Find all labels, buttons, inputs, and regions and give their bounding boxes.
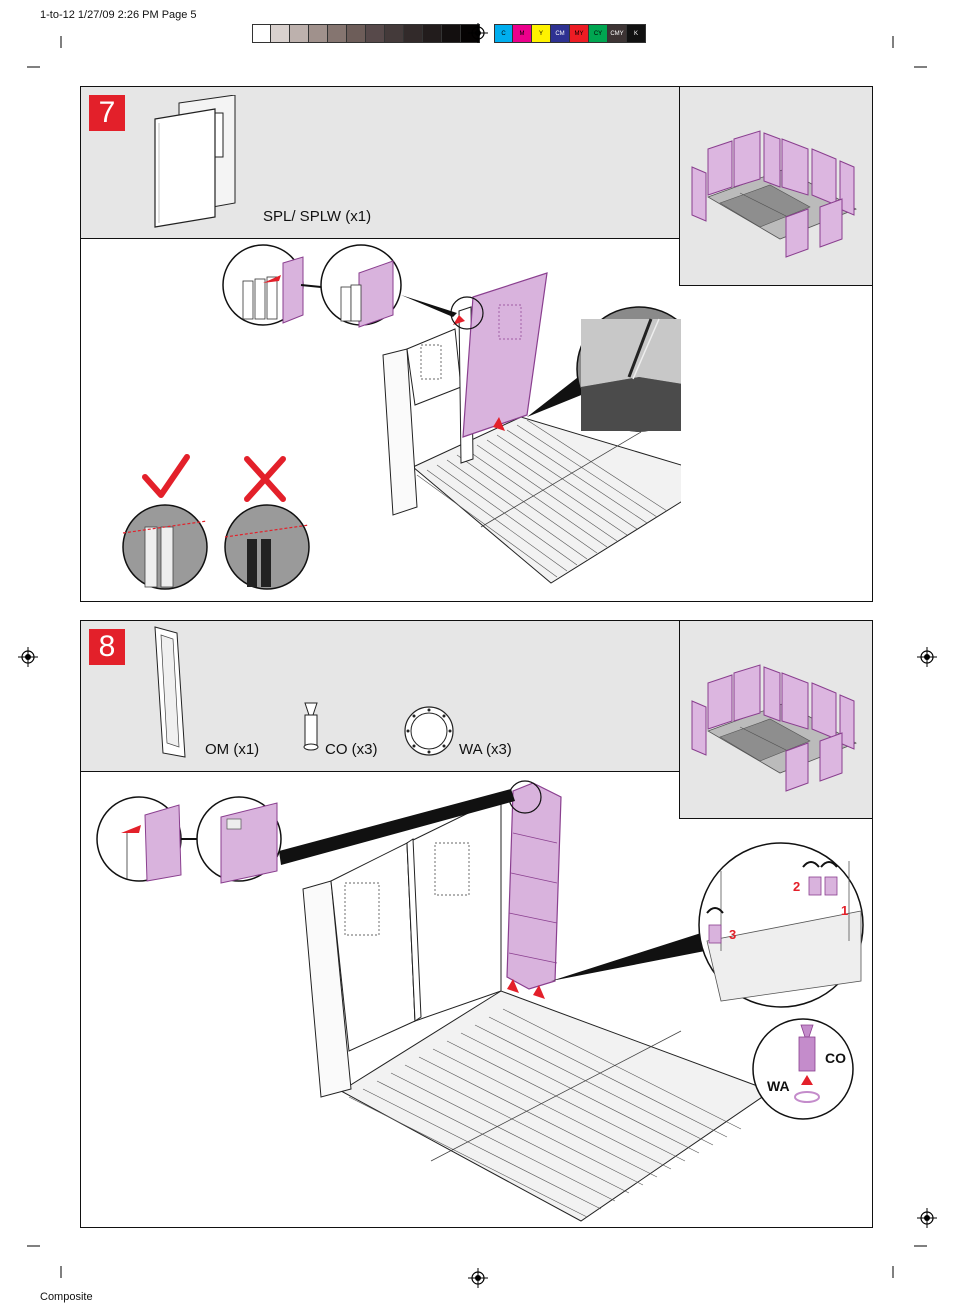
insert-arrow-icon	[453, 315, 465, 325]
gray-swatch	[404, 24, 423, 43]
overview-diagram	[679, 87, 872, 286]
gray-swatch	[347, 24, 366, 43]
om-corner-panel	[506, 780, 562, 990]
step-7-assembly-scene	[122, 244, 681, 590]
part-label-wa: WA (x3)	[459, 741, 512, 758]
cross-icon	[244, 456, 286, 502]
sequence-number-1: 1	[841, 903, 848, 918]
check-icon	[142, 454, 190, 498]
step-8-panel: 8 OM (x1) CO (x3) WA (x3)	[80, 620, 873, 1228]
rotate-arrow-icon	[820, 861, 838, 868]
shed-left-wall	[302, 842, 416, 1098]
shed-overview-illustration	[691, 664, 857, 792]
co-wa-callout: CO WA	[752, 1018, 854, 1120]
gray-swatch	[328, 24, 347, 43]
up-arrow-icon	[801, 1075, 813, 1085]
step-7-panel: 7 SPL/ SPLW (x1)	[80, 86, 873, 602]
overview-diagram	[679, 621, 872, 819]
process-color-swatch: CM	[551, 24, 570, 43]
process-color-swatch: MY	[570, 24, 589, 43]
gray-swatch	[271, 24, 290, 43]
sequence-number-3: 3	[729, 927, 736, 942]
registration-mark-icon	[468, 1268, 488, 1288]
registration-mark-icon	[468, 23, 488, 43]
correct-example	[122, 454, 208, 590]
co-connector-icon	[303, 702, 319, 751]
registration-mark-icon	[917, 647, 937, 667]
detail-callout-seam	[527, 306, 681, 432]
registration-mark-icon	[917, 1208, 937, 1228]
down-arrow-icon	[493, 417, 505, 431]
part-label-spl-splw: SPL/ SPLW (x1)	[263, 208, 372, 225]
gray-swatch	[290, 24, 309, 43]
rotate-arrow-icon	[802, 861, 820, 868]
process-color-swatch: Y	[532, 24, 551, 43]
parts-band: 8 OM (x1) CO (x3) WA (x3)	[81, 621, 681, 772]
footer-label: Composite	[40, 1291, 93, 1303]
gray-swatch	[423, 24, 442, 43]
incorrect-example	[224, 456, 310, 590]
gray-swatch	[385, 24, 404, 43]
red-arrow-icon	[263, 275, 281, 283]
step-8-assembly-scene: 2 1 3 CO WA	[96, 780, 864, 1222]
shed-back-wall	[406, 796, 502, 1022]
down-arrow-icon	[533, 985, 545, 999]
process-color-swatch: M	[513, 24, 532, 43]
co-connector-icon	[708, 876, 838, 944]
detail-callout-fasteners: 2 1 3	[551, 842, 864, 1008]
panel-part-icon	[154, 95, 236, 228]
co-label: CO	[825, 1050, 846, 1066]
print-slug: 1-to-12 1/27/09 2:26 PM Page 5	[40, 9, 197, 21]
process-color-swatch: CMY	[608, 24, 627, 43]
process-color-swatch: C	[494, 24, 513, 43]
wa-label: WA	[767, 1078, 790, 1094]
grayscale-control-bar	[252, 24, 480, 43]
shed-left-wall	[382, 328, 462, 516]
detail-callout-top	[222, 244, 484, 330]
rotate-arrow-icon	[706, 907, 724, 914]
gray-swatch	[366, 24, 385, 43]
part-label-co: CO (x3)	[325, 741, 378, 758]
registration-mark-icon	[18, 647, 38, 667]
step-number-badge: 8	[89, 629, 125, 665]
part-label-om: OM (x1)	[205, 741, 260, 758]
om-panel-part-icon	[154, 626, 186, 758]
process-color-swatch: K	[627, 24, 646, 43]
new-wall-panel	[458, 272, 548, 464]
red-arrow-icon	[121, 825, 141, 833]
shed-floor	[412, 416, 681, 584]
process-color-swatch: CY	[589, 24, 608, 43]
gray-swatch	[252, 24, 271, 43]
step-number-badge: 7	[89, 95, 125, 131]
sequence-number-2: 2	[793, 879, 800, 894]
gray-swatch	[442, 24, 461, 43]
detail-callout-top	[96, 789, 515, 884]
wa-washer-icon	[404, 706, 454, 756]
down-arrow-icon	[507, 979, 519, 993]
shed-overview-illustration	[691, 130, 857, 258]
gray-swatch	[309, 24, 328, 43]
parts-band: 7 SPL/ SPLW (x1)	[81, 87, 681, 239]
